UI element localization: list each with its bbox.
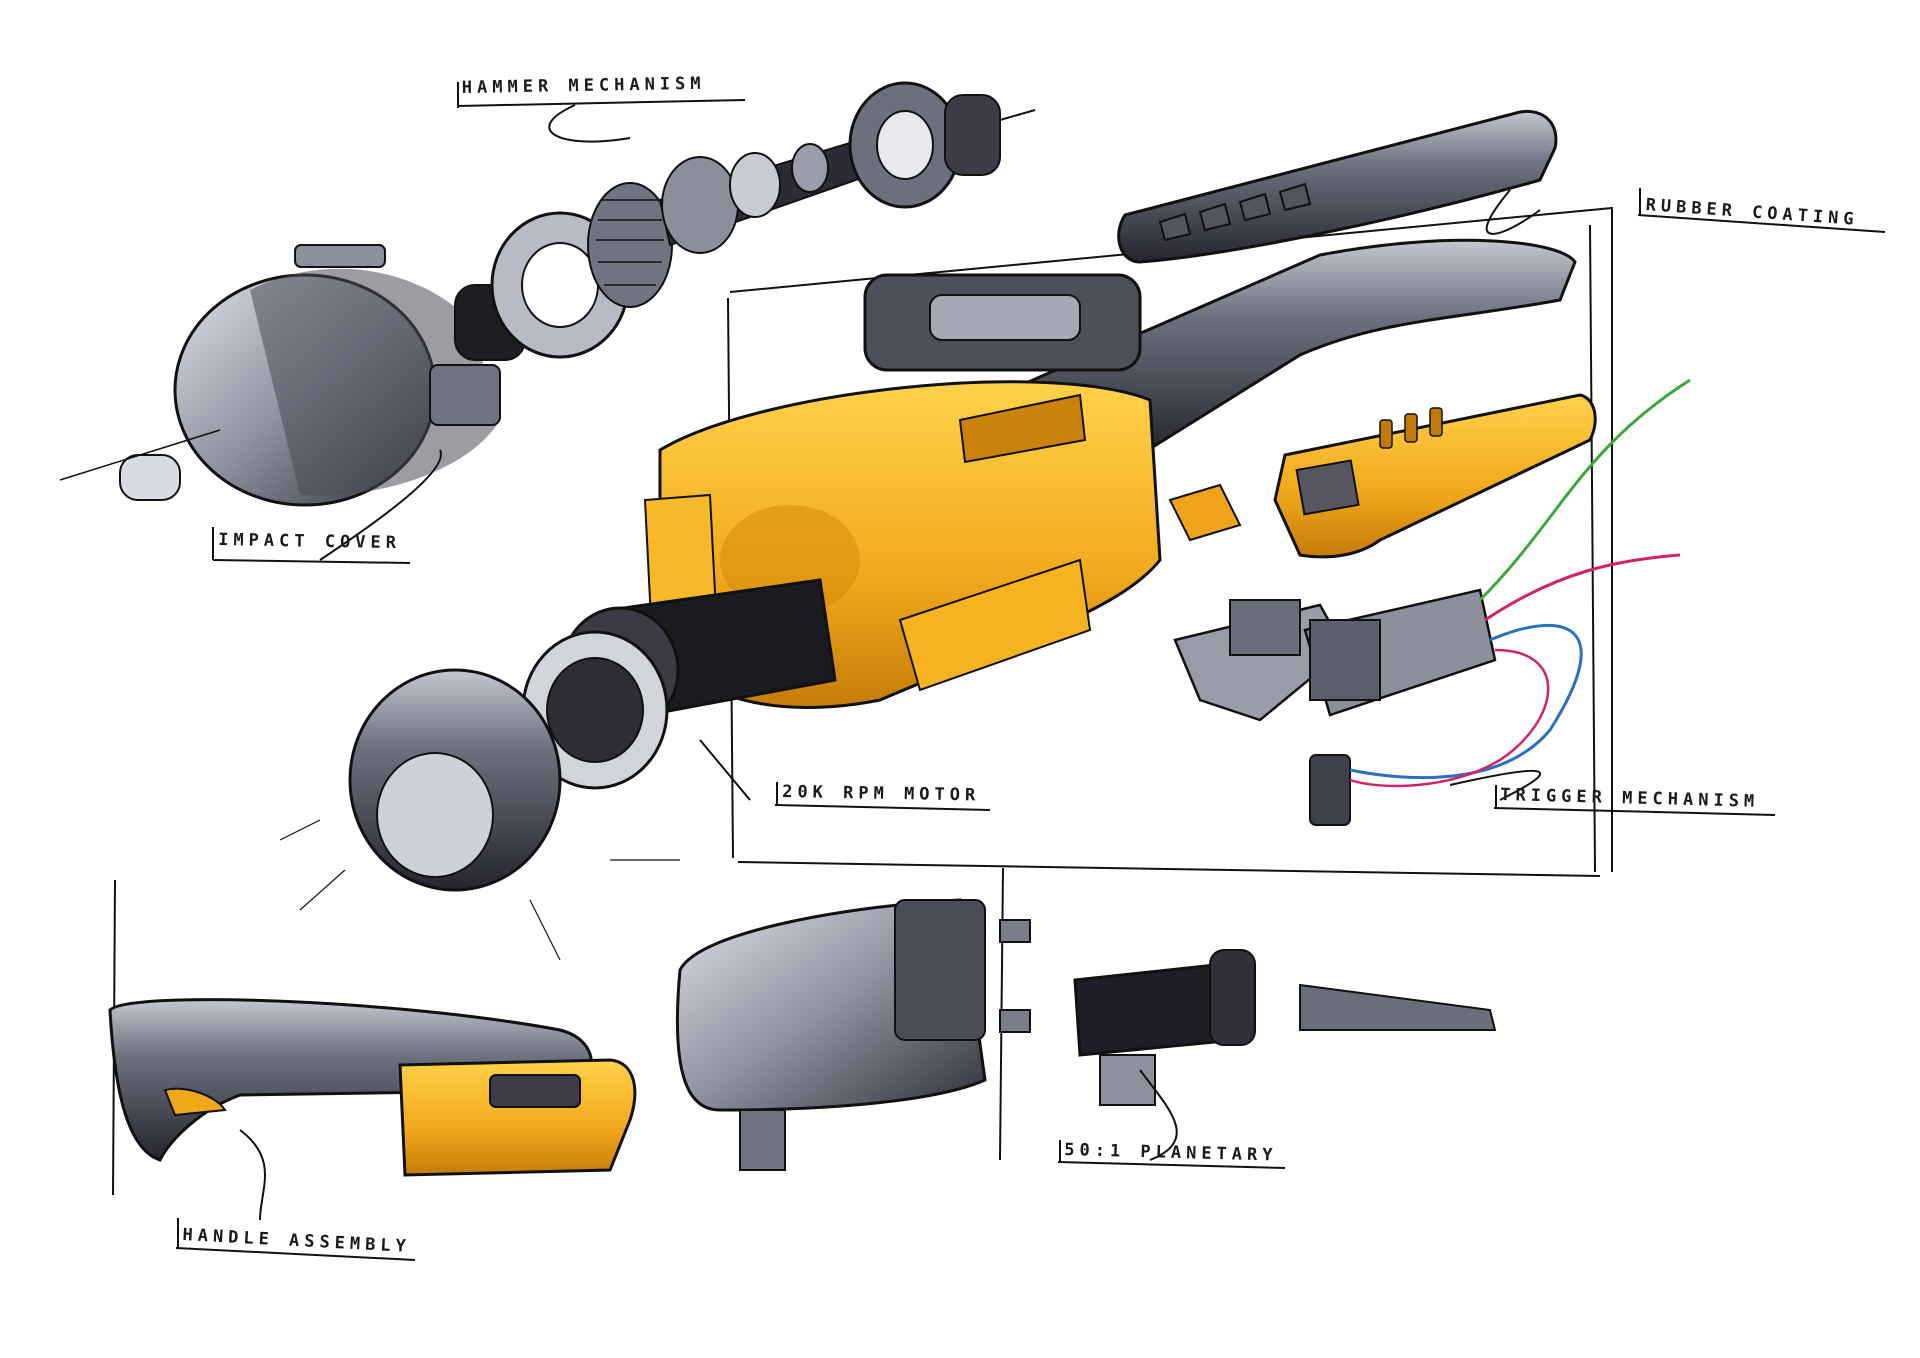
leader-lines — [175, 82, 1886, 1261]
handle-assembly-sketch — [108, 998, 637, 1177]
label-motor: 20K RPM MOTOR — [782, 782, 981, 806]
impact-cover-sketch — [59, 182, 673, 507]
battery-sketch — [1168, 393, 1597, 559]
motor-cylinder-sketch — [279, 578, 837, 961]
gearbox-housing-sketch — [675, 898, 1031, 1171]
planetary-gear-sketch — [1073, 949, 1497, 1106]
label-impact-cover: IMPACT COVER — [218, 530, 402, 554]
hammer-mechanism-sketch — [658, 81, 1036, 254]
label-hammer-mechanism: HAMMER MECHANISM — [461, 73, 706, 98]
rubber-coating-sketch — [1117, 109, 1558, 264]
trigger-mechanism-sketch — [1173, 378, 1691, 826]
